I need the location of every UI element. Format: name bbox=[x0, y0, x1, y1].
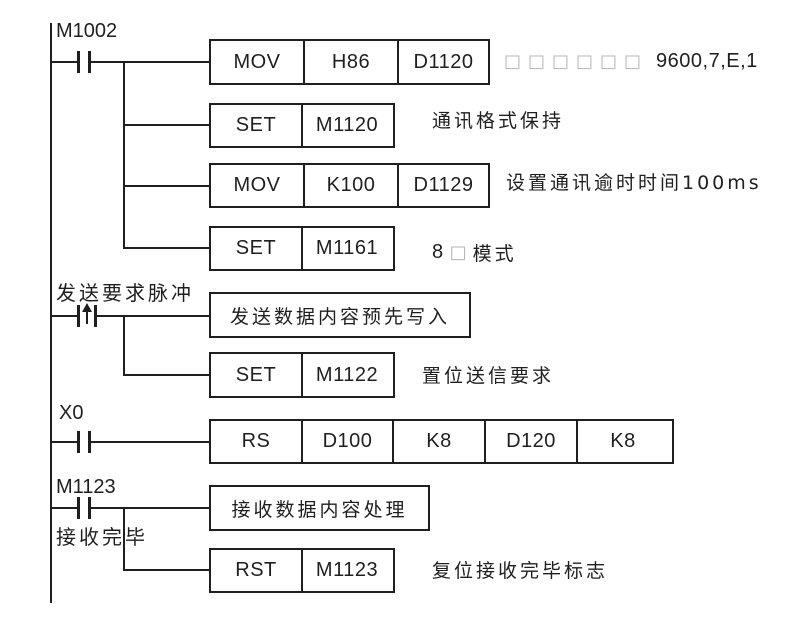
contact-label-m1123: M1123 bbox=[56, 476, 116, 498]
no-contact-bar bbox=[88, 431, 91, 453]
rising-edge-bar bbox=[94, 305, 97, 327]
wire bbox=[50, 441, 77, 443]
instruction-box-set-m1161: SET M1161 bbox=[209, 226, 395, 271]
missing-glyph-boxes: □□□□□□ bbox=[504, 51, 649, 72]
wire bbox=[123, 124, 211, 126]
comment-prefix: 8 bbox=[432, 241, 444, 263]
instruction-operand: H86 bbox=[303, 41, 397, 83]
comment-reset-flag: 复位接收完毕标志 bbox=[432, 560, 609, 582]
instruction-operand: D100 bbox=[301, 421, 392, 462]
instruction-operand: K8 bbox=[392, 421, 484, 462]
instruction-operand: M1122 bbox=[301, 354, 391, 396]
instruction-box-rst-m1123: RST M1123 bbox=[209, 548, 395, 593]
instruction-text: 发送数据内容预先写入 bbox=[229, 305, 450, 328]
comment-set-send: 置位送信要求 bbox=[422, 365, 555, 387]
instruction-op: SET bbox=[235, 114, 277, 136]
instruction-operand: K8 bbox=[576, 421, 668, 462]
missing-glyph-box: □ bbox=[449, 242, 467, 263]
instruction-box-rs: RS D100 K8 D120 K8 bbox=[209, 419, 674, 464]
instruction-text: 接收数据内容处理 bbox=[231, 498, 408, 521]
wire bbox=[123, 185, 211, 187]
instruction-box-send-data: 发送数据内容预先写入 bbox=[209, 292, 471, 338]
wire bbox=[50, 315, 77, 317]
instruction-box-recv-data: 接收数据内容处理 bbox=[209, 485, 430, 531]
instruction-operand: D1129 bbox=[397, 165, 488, 206]
instruction-box-set-m1120: SET M1120 bbox=[209, 103, 395, 148]
instruction-op: SET bbox=[235, 237, 277, 259]
instruction-operand: M1120 bbox=[301, 105, 391, 146]
wire bbox=[97, 315, 211, 317]
wire bbox=[91, 61, 211, 63]
wire bbox=[91, 507, 211, 509]
instruction-op: SET bbox=[235, 363, 277, 386]
wire bbox=[91, 441, 211, 443]
no-contact-bar bbox=[77, 51, 80, 73]
comment-timeout: 设置通讯逾时时间100ms bbox=[506, 172, 762, 194]
wire bbox=[50, 507, 77, 509]
up-arrow-icon bbox=[82, 303, 92, 324]
instruction-operand: M1161 bbox=[301, 228, 391, 269]
no-contact-bar bbox=[77, 497, 80, 519]
instruction-operand: D120 bbox=[484, 421, 576, 462]
branch-wire bbox=[123, 61, 125, 249]
instruction-op: MOV bbox=[233, 50, 281, 73]
instruction-box-mov-h86: MOV H86 D1120 bbox=[209, 39, 490, 85]
wire bbox=[50, 61, 77, 63]
contact-label-send-pulse: 发送要求脉冲 bbox=[56, 281, 194, 305]
comment-8bit-mode: 8 □ 模式 bbox=[432, 239, 517, 266]
instruction-box-mov-k100: MOV K100 D1129 bbox=[209, 163, 490, 208]
branch-wire bbox=[123, 315, 125, 376]
wire bbox=[123, 374, 211, 376]
instruction-op: RST bbox=[235, 559, 277, 581]
instruction-op: MOV bbox=[233, 174, 281, 196]
rising-edge-bar bbox=[77, 305, 80, 327]
contact-label-x0: X0 bbox=[59, 402, 84, 424]
instruction-op: RS bbox=[241, 430, 271, 452]
contact-label-m1002: M1002 bbox=[56, 20, 118, 42]
comment-text: 9600,7,E,1 bbox=[656, 50, 758, 72]
no-contact-bar bbox=[77, 431, 80, 453]
comment-suffix: 模式 bbox=[472, 243, 517, 265]
instruction-box-set-m1122: SET M1122 bbox=[209, 352, 395, 398]
wire bbox=[123, 247, 211, 249]
instruction-operand: K100 bbox=[303, 165, 397, 206]
wire bbox=[123, 569, 211, 571]
contact-sublabel-receive-done: 接收完毕 bbox=[56, 525, 148, 549]
branch-wire bbox=[123, 507, 125, 571]
left-power-rail bbox=[50, 23, 52, 603]
no-contact-bar bbox=[88, 497, 91, 519]
comment-keep-format: 通讯格式保持 bbox=[432, 110, 565, 132]
comment-baud-rate: □□□□□□ 9600,7,E,1 bbox=[504, 50, 758, 73]
no-contact-bar bbox=[88, 51, 91, 73]
instruction-operand: D1120 bbox=[397, 41, 488, 83]
instruction-operand: M1123 bbox=[301, 550, 391, 591]
